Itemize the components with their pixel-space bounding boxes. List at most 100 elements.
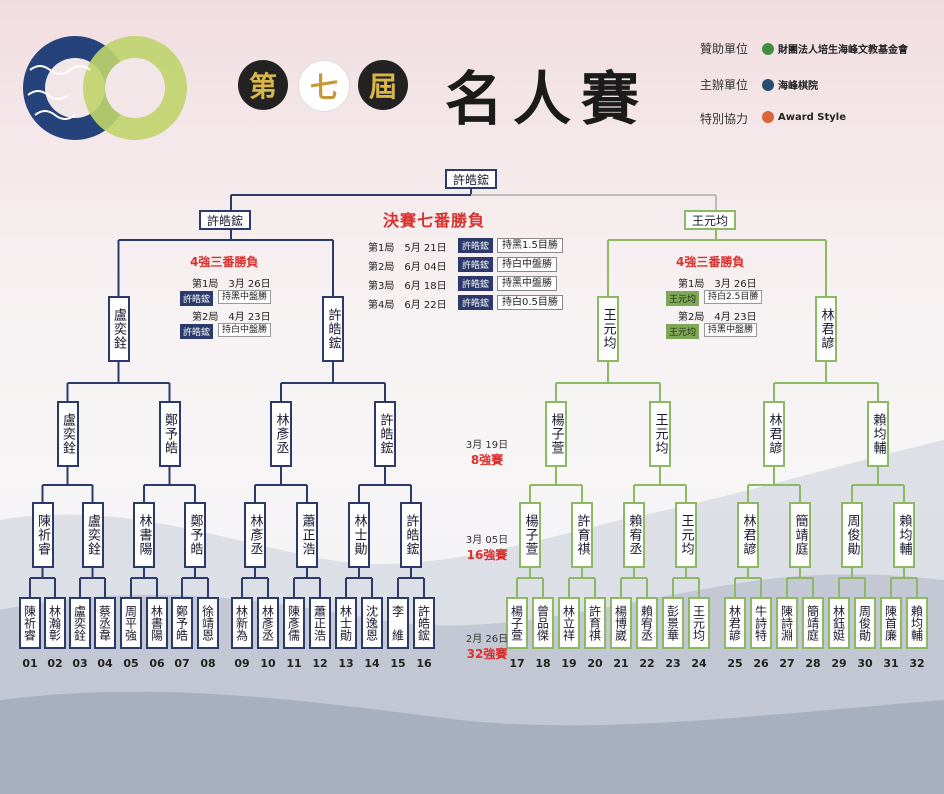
player-qf: 楊子萱 <box>545 401 567 467</box>
round-name: 16強賽 <box>466 548 508 562</box>
semi-title: 4強三番勝負 <box>190 255 259 269</box>
player-r32: 曾品傑 <box>532 597 554 649</box>
champion-box: 許皓鋐 <box>445 169 498 189</box>
player-r16: 楊子萱 <box>519 502 541 568</box>
player-r32: 賴宥丞 <box>636 597 658 649</box>
seed-number: 19 <box>561 657 577 670</box>
seed-number: 27 <box>779 657 795 670</box>
seed-number: 24 <box>691 657 707 670</box>
final-result: 持黑1.5目勝 <box>497 238 563 253</box>
edition-badge-2: 七 <box>298 60 350 112</box>
seed-number: 08 <box>200 657 216 670</box>
semi-title: 4強三番勝負 <box>676 255 745 269</box>
player-r32: 陳首廉 <box>880 597 902 649</box>
player-r32: 林彥丞 <box>257 597 279 649</box>
final-game-label: 第4局 6月 22日 <box>368 300 447 311</box>
player-r32: 林瀚彰 <box>44 597 66 649</box>
semi-result: 持黑中盤勝 <box>704 323 758 337</box>
sponsor-name-3: Award Style <box>778 111 847 123</box>
player-r32: 牛詩特 <box>750 597 772 649</box>
final-result: 持白中盤勝 <box>497 257 557 272</box>
semi-game-label: 第2局 4月 23日 <box>678 312 757 323</box>
seed-number: 23 <box>665 657 681 670</box>
final-game-label: 第3局 6月 18日 <box>368 281 447 292</box>
player-r16: 林書陽 <box>133 502 155 568</box>
player-r16: 林士勛 <box>348 502 370 568</box>
seed-number: 04 <box>97 657 113 670</box>
player-r32: 簡靖庭 <box>802 597 824 649</box>
round-date: 3月 19日 <box>465 440 509 451</box>
seed-number: 11 <box>286 657 302 670</box>
player-r32: 彭景華 <box>662 597 684 649</box>
round-date: 3月 05日 <box>465 535 509 546</box>
seed-number: 16 <box>416 657 432 670</box>
player-r32: 陳彥儒 <box>283 597 305 649</box>
player-r32: 許育祺 <box>584 597 606 649</box>
player-r32: 李 維 <box>387 597 409 649</box>
sponsor-name-2: 海峰棋院 <box>778 81 818 92</box>
seed-number: 06 <box>149 657 165 670</box>
player-r32: 周俊勛 <box>854 597 876 649</box>
player-r16: 賴宥丞 <box>623 502 645 568</box>
player-sf: 盧奕銓 <box>107 296 130 362</box>
player-r32: 蕭正浩 <box>309 597 331 649</box>
player-r32: 林書陽 <box>146 597 168 649</box>
semi-winner: 王元均 <box>666 291 700 306</box>
seed-number: 03 <box>72 657 88 670</box>
player-r16: 賴均輔 <box>893 502 915 568</box>
player-r16: 周俊勛 <box>841 502 863 568</box>
final-winner: 許皓鋐 <box>458 257 494 272</box>
player-r32: 徐靖恩 <box>197 597 219 649</box>
player-r32: 賴均輔 <box>906 597 928 649</box>
logo-rings <box>23 36 187 140</box>
seed-number: 18 <box>535 657 551 670</box>
edition-badge-1: 第 <box>238 60 288 110</box>
round-name: 32強賽 <box>466 647 508 661</box>
player-qf: 林君諺 <box>763 401 785 467</box>
sponsor-label-2: 主辦單位 <box>700 78 749 92</box>
semi-game-label: 第1局 3月 26日 <box>192 279 271 290</box>
player-r32: 蔡丞韋 <box>94 597 116 649</box>
player-r32: 楊博崴 <box>610 597 632 649</box>
seed-number: 26 <box>753 657 769 670</box>
final-winner: 許皓鋐 <box>458 238 494 253</box>
seed-number: 09 <box>234 657 250 670</box>
seed-number: 02 <box>47 657 63 670</box>
semi-winner: 許皓鋐 <box>180 291 214 306</box>
seed-number: 01 <box>22 657 38 670</box>
page-title: 名人賽 <box>445 65 650 133</box>
player-r32: 陳詩淵 <box>776 597 798 649</box>
player-sf: 許皓鋐 <box>322 296 344 362</box>
semi-game-label: 第1局 3月 26日 <box>678 279 757 290</box>
round-name: 8強賽 <box>470 453 504 467</box>
seed-number: 29 <box>831 657 847 670</box>
sponsor-value-2: 海峰棋院 <box>762 77 818 92</box>
final-result: 持黑中盤勝 <box>497 276 557 291</box>
player-r32: 林鈺娗 <box>828 597 850 649</box>
player-r32: 林君諺 <box>724 597 746 649</box>
player-r32: 林新為 <box>231 597 253 649</box>
semi-result: 持白中盤勝 <box>218 323 272 337</box>
round-label: 3月 05日 16強賽 <box>452 531 522 563</box>
player-qf: 賴均輔 <box>867 401 889 467</box>
player-r16: 王元均 <box>675 502 697 568</box>
player-sf: 林君諺 <box>815 296 837 362</box>
seed-number: 15 <box>390 657 406 670</box>
player-r32: 林士勛 <box>335 597 357 649</box>
semi-game-label: 第2局 4月 23日 <box>192 312 271 323</box>
seed-number: 07 <box>174 657 190 670</box>
mountain-icon <box>762 78 774 91</box>
player-r16: 許育祺 <box>571 502 593 568</box>
player-r32: 周平強 <box>120 597 142 649</box>
edition-badge-3: 屆 <box>358 60 408 110</box>
final-game-label: 第1局 5月 21日 <box>368 243 447 254</box>
seed-number: 20 <box>587 657 603 670</box>
player-r16: 簡靖庭 <box>789 502 811 568</box>
player-r16: 蕭正浩 <box>296 502 318 568</box>
seed-number: 14 <box>364 657 380 670</box>
player-qf: 盧奕銓 <box>56 401 79 467</box>
sponsor-value-1: 財團法人培生海峰文教基金會 <box>762 41 908 56</box>
player-r32: 林立祥 <box>558 597 580 649</box>
